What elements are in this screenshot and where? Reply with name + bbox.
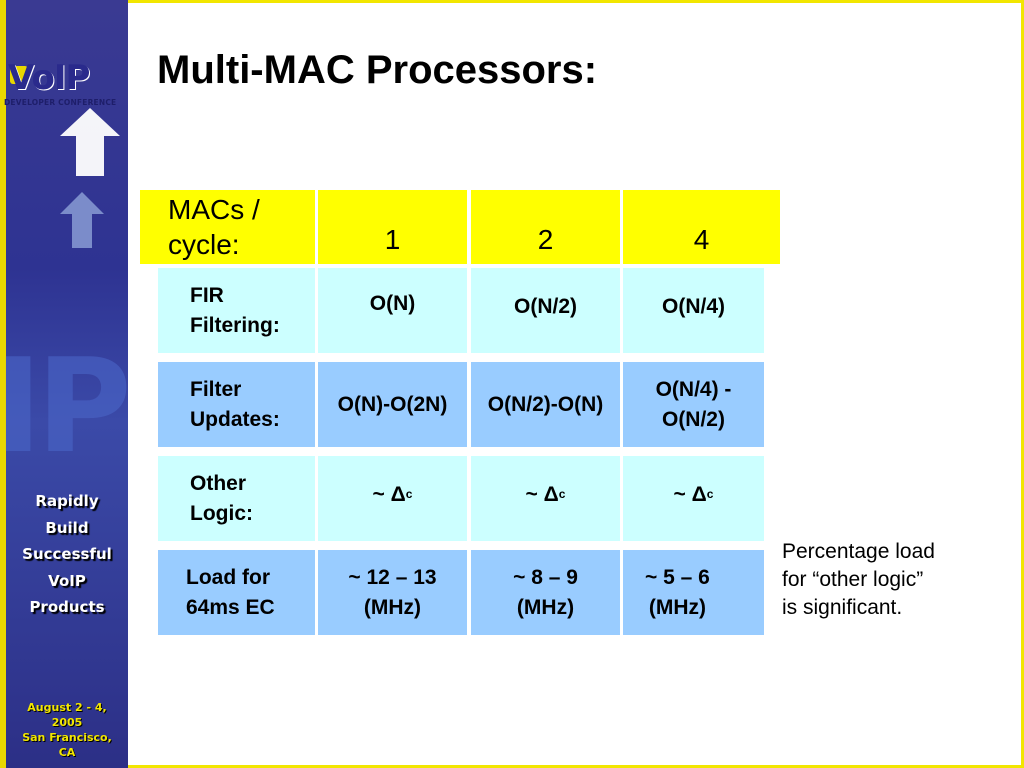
row-label-filter-updates: Filter Updates: <box>158 362 315 447</box>
sidebar-tagline: Rapidly Build Successful VoIP Products <box>6 488 128 621</box>
table-cell: O(N) <box>318 268 467 353</box>
header-col-1: 1 <box>318 190 467 264</box>
note-line: is significant. <box>782 596 903 619</box>
header-label-line: cycle: <box>168 229 240 260</box>
logo-subtext: DEVELOPER CONFERENCE <box>4 98 117 107</box>
side-note: Percentage load for “other logic” is sig… <box>782 538 982 622</box>
tagline-line: Rapidly <box>35 492 99 510</box>
date-line: 2005 <box>51 716 83 729</box>
row-label-fir-filtering: FIR Filtering: <box>158 268 315 353</box>
row-label-line: 64ms EC <box>186 595 275 619</box>
table-cell: ~ 12 – 13 (MHz) <box>318 550 467 635</box>
table-cell: ~ 5 – 6 (MHz) <box>623 550 764 635</box>
date-line: August 2 - 4, <box>27 701 107 714</box>
conference-dates: August 2 - 4, 2005 San Francisco, CA <box>6 700 128 760</box>
delta-symbol: Δ <box>543 482 559 506</box>
delta-subscript: c <box>706 487 714 502</box>
arrow-up-icon <box>60 108 120 176</box>
cell-line: O(N/4) - <box>655 378 732 402</box>
row-label-line: Load for <box>186 566 270 590</box>
delta-subscript: c <box>405 487 413 502</box>
header-col-4: 4 <box>623 190 780 264</box>
conference-logo: VoIP DEVELOPER CONFERENCE <box>4 52 128 112</box>
tagline-line: Successful <box>22 545 112 563</box>
header-label-cell: MACs / cycle: <box>140 190 315 264</box>
delta-subscript: c <box>558 487 566 502</box>
cell-line: ~ 12 – 13 <box>348 566 437 590</box>
row-label-line: Logic: <box>190 501 253 525</box>
cell-line: (MHz) <box>516 595 575 619</box>
row-label-line: Filtering: <box>190 313 280 337</box>
date-line: San Francisco, <box>22 731 112 744</box>
delta-symbol: Δ <box>691 482 707 506</box>
approx-symbol: ~ <box>525 482 544 506</box>
logo-badge-icon <box>10 66 28 84</box>
sidebar-yellow-strip <box>0 0 6 768</box>
row-label-line: Filter <box>190 378 242 402</box>
header-label-line: MACs / <box>168 194 260 225</box>
cell-line: ~ 5 – 6 <box>645 566 710 590</box>
background-ip-watermark: IP <box>0 330 128 482</box>
header-col-2: 2 <box>471 190 620 264</box>
table-cell: O(N)-O(2N) <box>318 362 467 447</box>
table-cell: O(N/2)-O(N) <box>471 362 620 447</box>
logo-text: VoIP <box>8 58 90 98</box>
row-label-line: Updates: <box>190 407 280 431</box>
arrow-up-faded-icon <box>60 192 104 248</box>
row-label-other-logic: Other Logic: <box>158 456 315 541</box>
tagline-line: Build <box>45 518 89 537</box>
tagline-line: Products <box>29 598 105 616</box>
cell-line: O(N/2) <box>661 407 725 431</box>
table-cell: O(N/4) - O(N/2) <box>623 362 764 447</box>
row-label-line: FIR <box>190 284 224 308</box>
table-cell: O(N/2) <box>471 268 620 353</box>
delta-symbol: Δ <box>390 482 406 506</box>
slide-title: Multi-MAC Processors: <box>157 48 598 92</box>
approx-symbol: ~ <box>673 482 692 506</box>
table-cell: ~ 8 – 9 (MHz) <box>471 550 620 635</box>
note-line: Percentage load <box>782 540 935 563</box>
tagline-line: VoIP <box>48 571 86 590</box>
approx-symbol: ~ <box>372 482 391 506</box>
sidebar: IP VoIP DEVELOPER CONFERENCE Rapidly Bui… <box>0 0 128 768</box>
cell-line: ~ 8 – 9 <box>513 566 578 590</box>
table-cell: O(N/4) <box>623 268 764 353</box>
cell-line: (MHz) <box>648 595 706 619</box>
row-label-line: Other <box>190 472 247 496</box>
note-line: for “other logic” <box>782 568 924 591</box>
cell-line: (MHz) <box>363 595 422 619</box>
date-line: CA <box>58 746 76 759</box>
row-label-load: Load for 64ms EC <box>158 550 315 635</box>
